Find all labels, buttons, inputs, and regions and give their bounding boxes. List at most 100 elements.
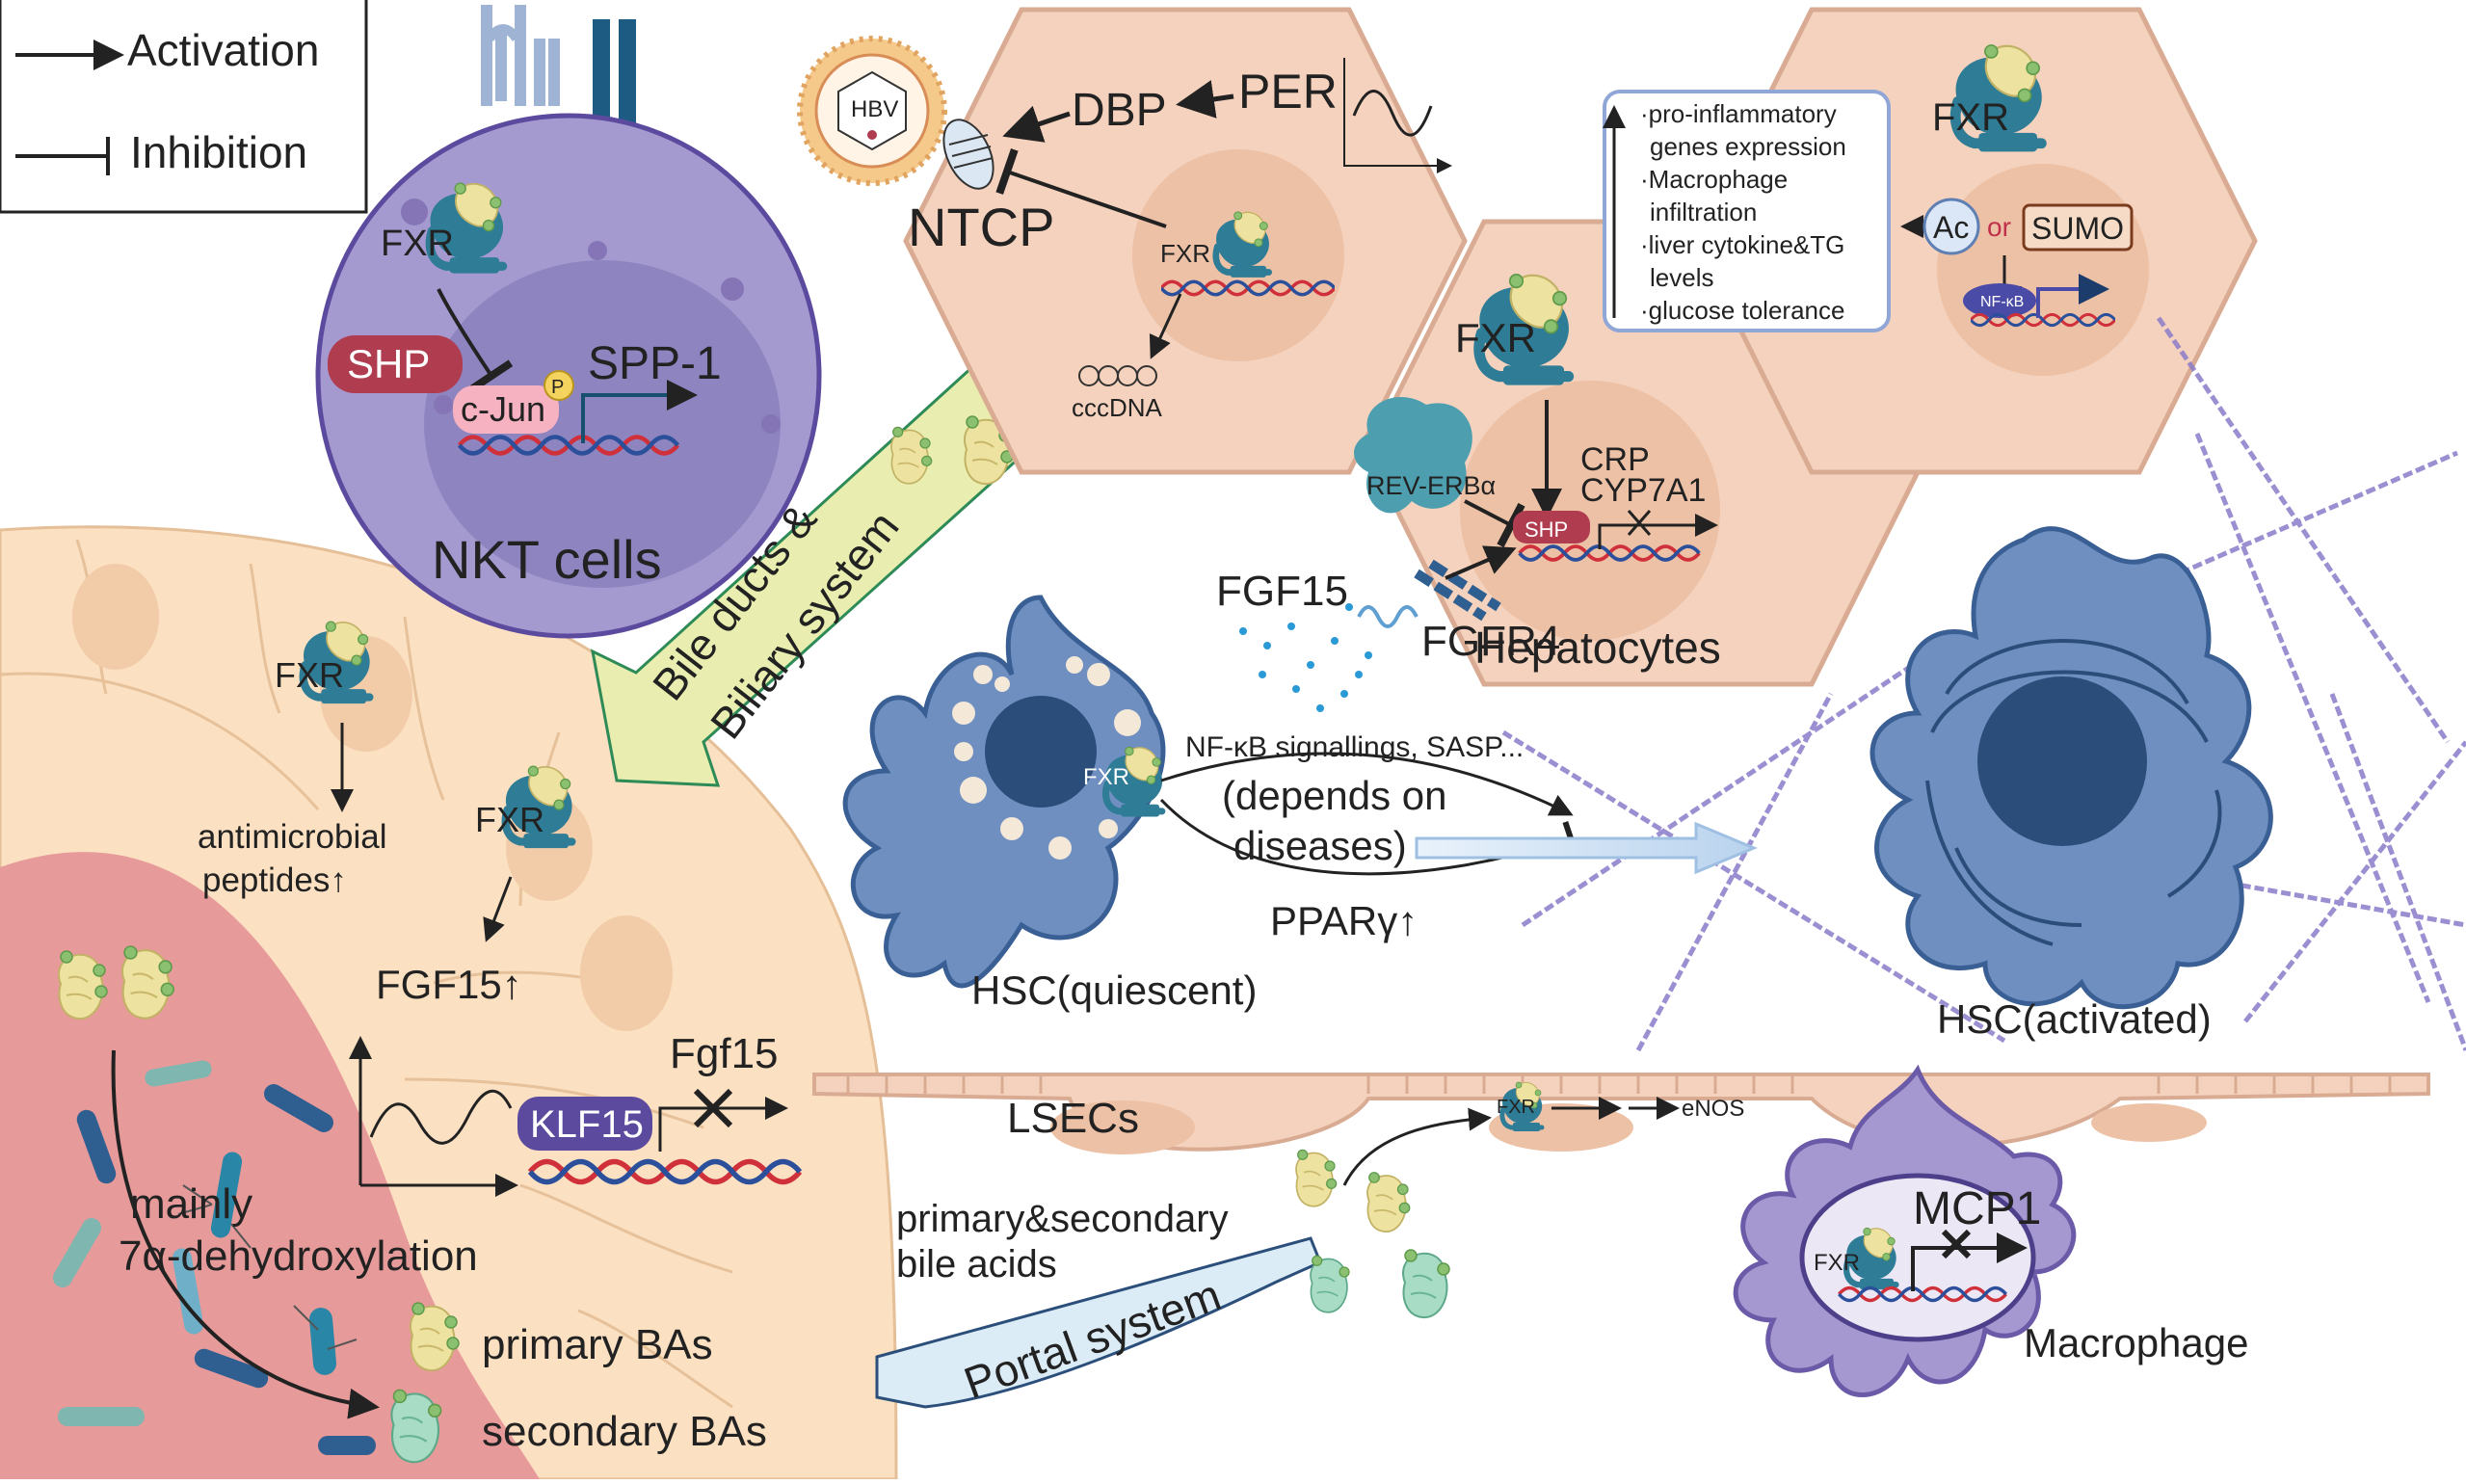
secondary-bas-label: secondary BAs [482,1408,767,1455]
hsc-activated: HSC(activated) [1869,526,2273,1042]
nucleus [72,564,159,670]
or-label: or [1987,212,2011,242]
hep-shp-label: SHP [1525,517,1568,542]
antimicrobial-label: antimicrobial [198,818,386,856]
nfkb-signalling-label: NF-κB signallings, SASP... [1185,731,1524,763]
rev-erb-label: REV-ERBα [1366,471,1496,500]
peptides-label: peptides↑ [202,861,347,899]
box-line2: genes expression [1650,132,1846,161]
fgf15-gene-label: Fgf15 [670,1030,779,1077]
nkt-cjun-label: c-Jun [461,389,545,429]
legend: Activation Inhibition [0,0,368,214]
box-line5: ·liver cytokine&TG [1640,230,1844,259]
macrophage-label: Macrophage [2024,1320,2248,1365]
hepatocytes-title: Hepatocytes [1474,623,1721,673]
hepatocytes: HBV DBP PER NTCP FXR cccDNA ·pro-inflamm… [797,7,2258,712]
portal-shape [875,1236,1322,1409]
fgf15-up-label: FGF15↑ [376,962,522,1007]
tcr-receptor-icon [593,19,610,130]
nkt-shp-label: SHP [347,341,430,386]
fgfr4-label: FGFR4 [1421,618,1560,665]
gut-bacteria [53,1060,376,1455]
lsec-nucleus [2091,1103,2207,1142]
hsc-quiescent-label: HSC(quiescent) [971,967,1257,1013]
er-membranes [1925,639,2222,946]
fxr-effects-box [1603,90,1891,332]
legend-box [0,0,368,214]
c-jun-protein [453,385,559,434]
ntcp-label: NTCP [908,197,1054,257]
fgfr4-receptor-icon [1414,559,1501,622]
mainly-label: mainly [130,1180,252,1228]
rev-erb-protein [1354,396,1472,514]
macro-fxr-label: FXR [1814,1250,1860,1276]
acetylation-icon [1922,198,1980,255]
spp1-label: SPP-1 [588,338,722,389]
circadian-wave [369,1089,513,1145]
portal-system: Portal system primary&secondary bile aci… [875,1107,1492,1409]
cccdna-icon [1078,365,1157,386]
bile-acid [1366,1171,1411,1233]
hep-shp-protein [1513,511,1590,543]
dehydroxylation-label: 7α-dehydroxylation [119,1232,478,1280]
ppar-label: PPARγ↑ [1270,898,1418,943]
depends-line1: (depends on [1222,773,1447,818]
fxr-label: FXR [275,655,344,695]
lsec-fxr-label: FXR [1497,1097,1535,1118]
shp-protein [328,335,463,393]
cccdna-label: cccDNA [1072,393,1163,422]
hsc-activated-nucleus [1977,676,2147,846]
block-x-icon [1941,1229,1972,1259]
mcp1-label: MCP1 [1913,1183,2041,1234]
nkt-cell: FXR SHP c-Jun P SPP-1 NKT cells [315,5,822,639]
hbv-label: HBV [851,96,898,122]
portal-ba-line2: bile acids [896,1243,1057,1285]
nkt-nucleus [424,260,781,588]
hsc-fxr-label: FXR [1083,764,1129,790]
nkt-fxr-label: FXR [381,224,454,264]
hsc-nucleus [985,696,1097,808]
nkt-p-label: P [551,377,564,398]
box-line4: infiltration [1650,198,1757,226]
box-line1: ·pro-inflammatory [1640,99,1837,128]
intestine: mainly 7α-dehydroxylation primary BAs se… [0,525,898,1481]
bile-acid [1295,1149,1338,1207]
lsec-fenestrae [846,1074,2392,1094]
klf15-label: KLF15 [530,1103,644,1146]
nucleus [580,915,673,1031]
activation-transition-arrow [1415,821,1758,875]
dbp-label: DBP [1072,85,1167,136]
hbv-fxr-label: FXR [1160,239,1210,268]
enos-label: eNOS [1682,1096,1744,1122]
fxr-label: FXR [475,800,544,839]
per-label: PER [1238,65,1338,119]
macrophage-nucleus [1799,1173,2036,1342]
hepatocyte-nucleus [1937,164,2149,376]
phosphate-icon [544,370,574,401]
hsc-quiescent: FXR HSC(quiescent) NF-κB signallings, SA… [842,595,1758,1013]
box-line7: ·glucose tolerance [1640,296,1844,325]
receptor-icon [481,5,526,106]
lsec-nucleus [1050,1100,1195,1154]
legend-inhibition: Inhibition [130,127,307,177]
nfkb-label: NF-κB [1980,294,2024,310]
nkt-cells-title: NKT cells [432,529,662,590]
hsc-activated-label: HSC(activated) [1937,996,2212,1042]
primary-bas-label: primary BAs [482,1321,713,1368]
hep-fxr-label: FXR [1455,315,1536,360]
cell3-fxr-label: FXR [1932,96,2009,139]
hepatocyte-nucleus [1460,381,1720,641]
box-line6: levels [1650,263,1713,292]
sumo-label: SUMO [2031,211,2124,246]
portal-ba-line1: primary&secondary [896,1198,1229,1240]
bile-acid-secondary [1402,1249,1450,1319]
macrophage: MCP1 FXR Macrophage [1733,1064,2248,1397]
crp-label: CRP [1580,441,1650,478]
circadian-wave [1352,90,1433,137]
block-x-icon [693,1088,733,1128]
sumo-box [2022,203,2134,252]
cyp-label: CYP7A1 [1580,472,1706,509]
conversion-arrow [111,1049,380,1419]
